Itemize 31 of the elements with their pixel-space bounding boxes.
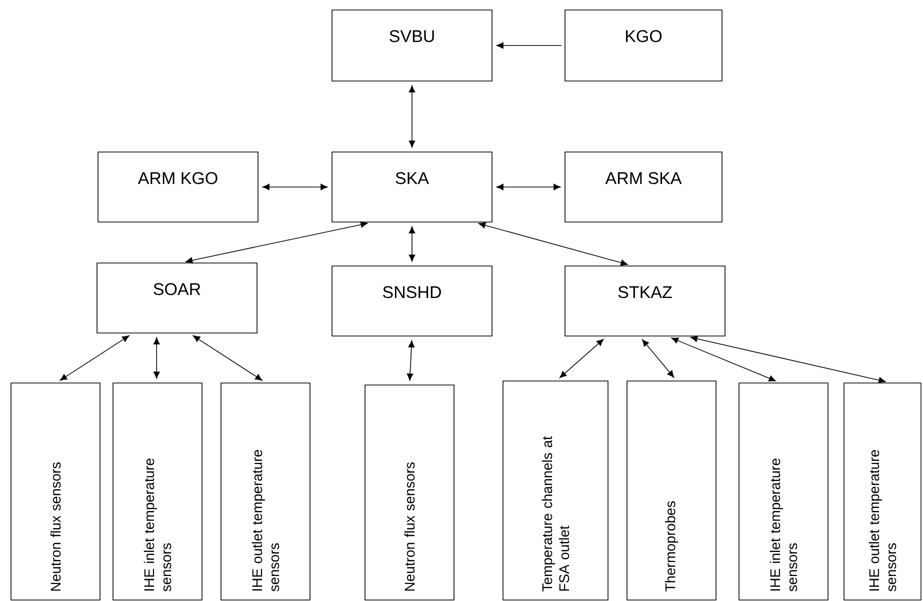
- process-box: STKAZ: [564, 266, 726, 336]
- process-box: SVBU: [332, 10, 492, 82]
- process-box: ARM SKA: [564, 152, 722, 222]
- arrow: [671, 338, 776, 382]
- sensor-box: IHE inlet temperature sensors: [738, 382, 828, 600]
- arrow: [186, 222, 368, 264]
- process-box: SKA: [332, 152, 492, 222]
- sensor-box: Neutron flux sensors: [364, 384, 454, 600]
- arrow: [192, 335, 262, 381]
- process-box: KGO: [564, 10, 722, 82]
- arrow: [560, 338, 604, 378]
- arrow: [690, 336, 886, 384]
- arrow: [408, 226, 416, 262]
- arrow: [496, 184, 561, 190]
- sensor-box: IHE outlet temperature sensors: [844, 382, 922, 600]
- arrow: [60, 335, 130, 381]
- sensor-box: Neutron flux sensors: [10, 382, 100, 600]
- process-box: SNSHD: [332, 266, 492, 336]
- arrow: [496, 42, 562, 49]
- process-box: ARM KGO: [98, 152, 258, 222]
- sensor-box: Thermoprobes: [626, 380, 716, 600]
- sensor-box: IHE inlet temperature sensors: [112, 382, 202, 600]
- arrow: [406, 340, 415, 381]
- process-box: SOAR: [96, 262, 258, 334]
- arrow: [408, 85, 416, 148]
- sensor-box: Temperature channels at FSA outlet: [502, 380, 608, 600]
- arrow: [153, 337, 160, 379]
- arrow: [642, 339, 674, 378]
- arrow: [262, 184, 328, 190]
- sensor-box: IHE outlet temperature sensors: [220, 382, 310, 600]
- arrow: [478, 222, 628, 266]
